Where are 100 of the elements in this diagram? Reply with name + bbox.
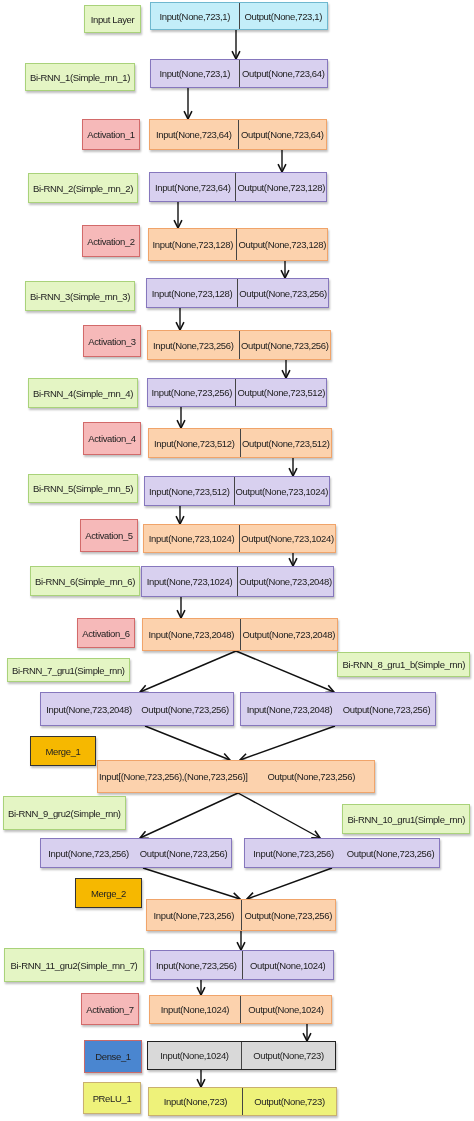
input-shape-text: Input(None,723,256)	[148, 331, 240, 359]
tensor-shape-box	[146, 278, 329, 308]
input-shape-text: Input(None,723,256)	[151, 951, 243, 979]
output-shape-text: Output(None,1024)	[247, 1004, 325, 1015]
input-shape-text: Input(None,723,128)	[147, 279, 238, 307]
layer-name-tag: Activation_7	[81, 993, 139, 1025]
input-shape-text: Input(None,723,2048)	[45, 703, 133, 715]
input-shape-text: Input(None,723,256)	[252, 847, 335, 859]
layer-name-tag: Bi-RNN_2(Simple_rnn_2)	[28, 173, 138, 203]
tensor-shape-box	[148, 228, 328, 261]
layer-name-tag: Bi-RNN_10_gru1(Simple_rnn)	[342, 804, 470, 834]
layer-name-tag: Merge_2	[75, 878, 142, 908]
output-shape-text: Output(None,723,128)	[237, 239, 327, 250]
tensor-shape-box	[147, 330, 331, 360]
input-shape-text: Input(None,723,512)	[149, 429, 241, 457]
tensor-shape-box	[150, 2, 328, 30]
input-shape-text: Input(None,723,64)	[150, 120, 239, 149]
tensor-shape-box	[40, 838, 232, 868]
input-shape-text: Input(None,723,512)	[145, 477, 235, 505]
output-shape-text: Output(None,723,256)	[238, 287, 328, 299]
tensor-shape-box	[141, 566, 334, 597]
output-shape-text: Output(None,723,64)	[240, 68, 326, 79]
input-shape-text: Input(None,723)	[149, 1088, 243, 1115]
arrow	[196, 1069, 206, 1088]
arrow	[176, 406, 186, 429]
tensor-shape-box	[148, 1087, 337, 1116]
output-shape-text: Output(None,723,512)	[236, 387, 326, 398]
arrow	[239, 725, 336, 762]
output-shape-text: Output(None,723,1024)	[240, 533, 335, 544]
output-shape-text: Output(None,723,64)	[239, 129, 325, 140]
arrow	[183, 87, 193, 120]
input-shape-text: Input(None,1024)	[148, 1042, 242, 1069]
output-shape-text: Output(None,1024)	[249, 959, 327, 971]
layer-name-tag: Activation_6	[77, 618, 135, 648]
input-shape-text: Input(None,723,2048)	[143, 619, 241, 650]
arrow	[175, 505, 185, 525]
arrow	[237, 792, 321, 839]
output-shape-text: Output(None,723,256)	[341, 703, 432, 715]
layer-name-tag: Bi-RNN_5(Simple_rnn_5)	[28, 474, 138, 503]
tensor-shape-box	[149, 172, 327, 202]
output-shape-text: Output(None,723,256)	[345, 847, 436, 859]
layer-name-tag: Merge_1	[30, 736, 96, 766]
output-shape-text: Output(None,723,128)	[236, 181, 326, 193]
tensor-shape-box	[149, 995, 332, 1024]
layer-name-tag: Activation_1	[82, 119, 140, 150]
layer-name-tag: Dense_1	[84, 1040, 142, 1073]
layer-name-tag: Bi-RNN_7_gru1(Simple_rnn)	[7, 658, 130, 682]
arrow	[231, 29, 241, 60]
tensor-shape-box	[142, 618, 338, 651]
layer-name-tag: Bi-RNN_11_gru2(Simple_rnn_7)	[4, 948, 144, 982]
arrow	[139, 792, 239, 840]
arrow	[302, 1023, 312, 1042]
input-shape-text: Input[(None,723,256),(None,723,256)]	[98, 771, 249, 782]
tensor-shape-box	[143, 524, 336, 553]
input-shape-text: Input(None,723,2048)	[245, 703, 334, 715]
input-shape-text: Input(None,723,1)	[151, 3, 240, 29]
layer-name-tag: Bi-RNN_1(Simple_rnn_1)	[25, 63, 135, 91]
output-shape-text: Output(None,723,256)	[138, 847, 229, 859]
arrow	[236, 930, 246, 951]
layer-name-tag: Bi-RNN_3(Simple_rnn_3)	[25, 281, 135, 311]
output-shape-text: Output(None,723)	[253, 1096, 326, 1107]
arrow	[139, 650, 237, 694]
output-shape-text: Output(None,723,256)	[239, 339, 330, 351]
arrow	[288, 457, 298, 477]
input-shape-text: Input(None,1024)	[150, 996, 241, 1023]
tensor-shape-box	[244, 838, 440, 868]
arrow	[246, 867, 333, 901]
input-shape-text: Input(None,723,128)	[149, 229, 238, 260]
tensor-shape-box	[150, 59, 328, 88]
layer-name-tag: PReLU_1	[83, 1082, 141, 1114]
arrow	[144, 725, 231, 762]
layer-name-tag: Input Layer	[84, 5, 141, 33]
tensor-shape-box	[40, 692, 234, 726]
layer-name-tag: Activation_4	[83, 422, 141, 455]
layer-name-tag: Activation_2	[82, 225, 140, 257]
output-shape-text: Output(None,723,2048)	[241, 629, 336, 640]
arrow	[196, 979, 206, 996]
output-shape-text: Output(None,723,2048)	[238, 576, 333, 587]
layer-name-tag: Bi-RNN_9_gru2(Simple_rnn)	[3, 796, 126, 830]
layer-name-tag: Activation_5	[80, 519, 138, 552]
tensor-shape-box	[146, 899, 336, 931]
output-shape-text: Output(None,723,256)	[140, 703, 230, 715]
input-shape-text: Input(None,723,256)	[147, 900, 242, 930]
layer-name-tag: Activation_3	[83, 325, 141, 357]
input-shape-text: Input(None,723,1024)	[144, 525, 240, 552]
tensor-shape-box	[147, 378, 327, 407]
output-shape-text: Output(None,723,512)	[240, 437, 331, 449]
tensor-shape-box	[240, 692, 436, 726]
arrow	[280, 260, 290, 279]
output-shape-text: Output(None,723,256)	[266, 771, 356, 782]
arrow	[173, 201, 183, 229]
output-shape-text: Output(None,723,1)	[243, 10, 324, 22]
output-shape-text: Output(None,723,256)	[243, 909, 333, 921]
input-shape-text: Input(None,723,64)	[150, 173, 237, 201]
tensor-shape-box	[149, 119, 327, 150]
tensor-shape-box	[147, 1041, 336, 1070]
input-shape-text: Input(None,723,256)	[148, 379, 237, 406]
tensor-shape-box	[148, 428, 332, 458]
tensor-shape-box	[150, 950, 334, 980]
arrow	[277, 149, 287, 173]
